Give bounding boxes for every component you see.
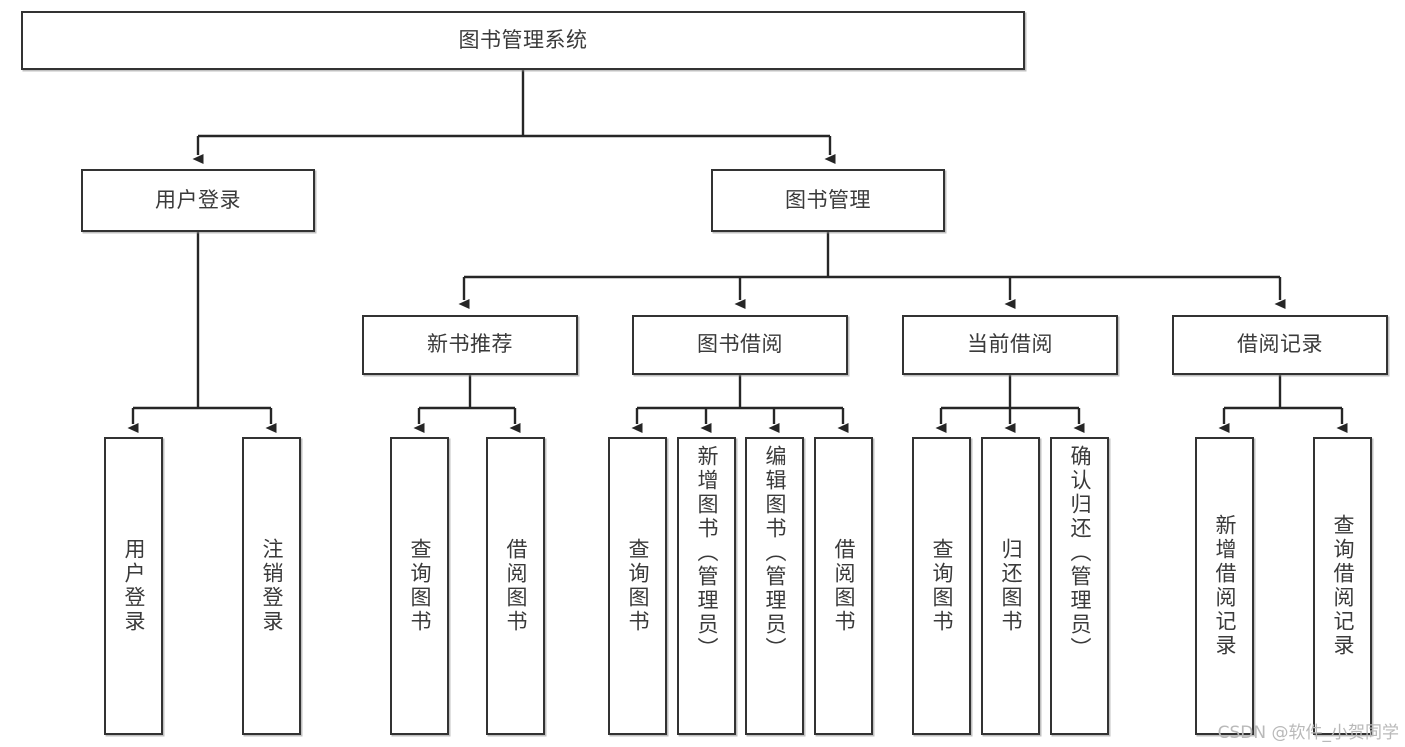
node-book-management-label: 图书管理 [785,187,871,212]
leaf-borrow-record-add[interactable]: 新增借阅记录 [1195,437,1254,735]
leaf-label: 确认归还（管理员） [1068,445,1092,661]
leaf-new-book-borrow[interactable]: 借阅图书 [486,437,545,735]
leaf-label: 用户登录 [122,538,146,634]
leaf-book-borrow-add[interactable]: 新增图书（管理员） [677,437,736,735]
leaf-book-borrow-borrow[interactable]: 借阅图书 [814,437,873,735]
leaf-book-borrow-edit[interactable]: 编辑图书（管理员） [745,437,804,735]
node-user-login[interactable]: 用户登录 [81,169,315,232]
leaf-borrow-record-query[interactable]: 查询借阅记录 [1313,437,1372,735]
node-user-login-label: 用户登录 [155,187,241,212]
leaf-label: 新增借阅记录 [1213,514,1237,658]
leaf-label: 注销登录 [260,538,284,634]
leaf-label: 编辑图书（管理员） [763,445,787,661]
node-root-label: 图书管理系统 [458,27,588,52]
node-root[interactable]: 图书管理系统 [21,11,1025,70]
leaf-new-book-query[interactable]: 查询图书 [390,437,449,735]
node-current-borrow[interactable]: 当前借阅 [902,315,1118,375]
node-new-book-recommend[interactable]: 新书推荐 [362,315,578,375]
node-borrow-record-label: 借阅记录 [1237,332,1323,357]
leaf-label: 归还图书 [999,538,1023,634]
leaf-label: 查询图书 [626,538,650,634]
leaf-user-login-logout[interactable]: 注销登录 [242,437,301,735]
leaf-label: 借阅图书 [504,538,528,634]
csdn-watermark: CSDN @软件_小贺同学 [1217,723,1399,743]
node-book-management[interactable]: 图书管理 [711,169,945,232]
node-new-book-recommend-label: 新书推荐 [427,332,513,357]
leaf-current-borrow-confirm-return[interactable]: 确认归还（管理员） [1050,437,1109,735]
node-current-borrow-label: 当前借阅 [967,332,1053,357]
leaf-book-borrow-query[interactable]: 查询图书 [608,437,667,735]
leaf-label: 新增图书（管理员） [695,445,719,661]
node-book-borrow-label: 图书借阅 [697,332,783,357]
leaf-label: 查询图书 [930,538,954,634]
leaf-label: 借阅图书 [832,538,856,634]
node-borrow-record[interactable]: 借阅记录 [1172,315,1388,375]
node-book-borrow[interactable]: 图书借阅 [632,315,848,375]
leaf-label: 查询借阅记录 [1331,514,1355,658]
leaf-current-borrow-query[interactable]: 查询图书 [912,437,971,735]
leaf-label: 查询图书 [408,538,432,634]
leaf-user-login-login[interactable]: 用户登录 [104,437,163,735]
leaf-current-borrow-return[interactable]: 归还图书 [981,437,1040,735]
